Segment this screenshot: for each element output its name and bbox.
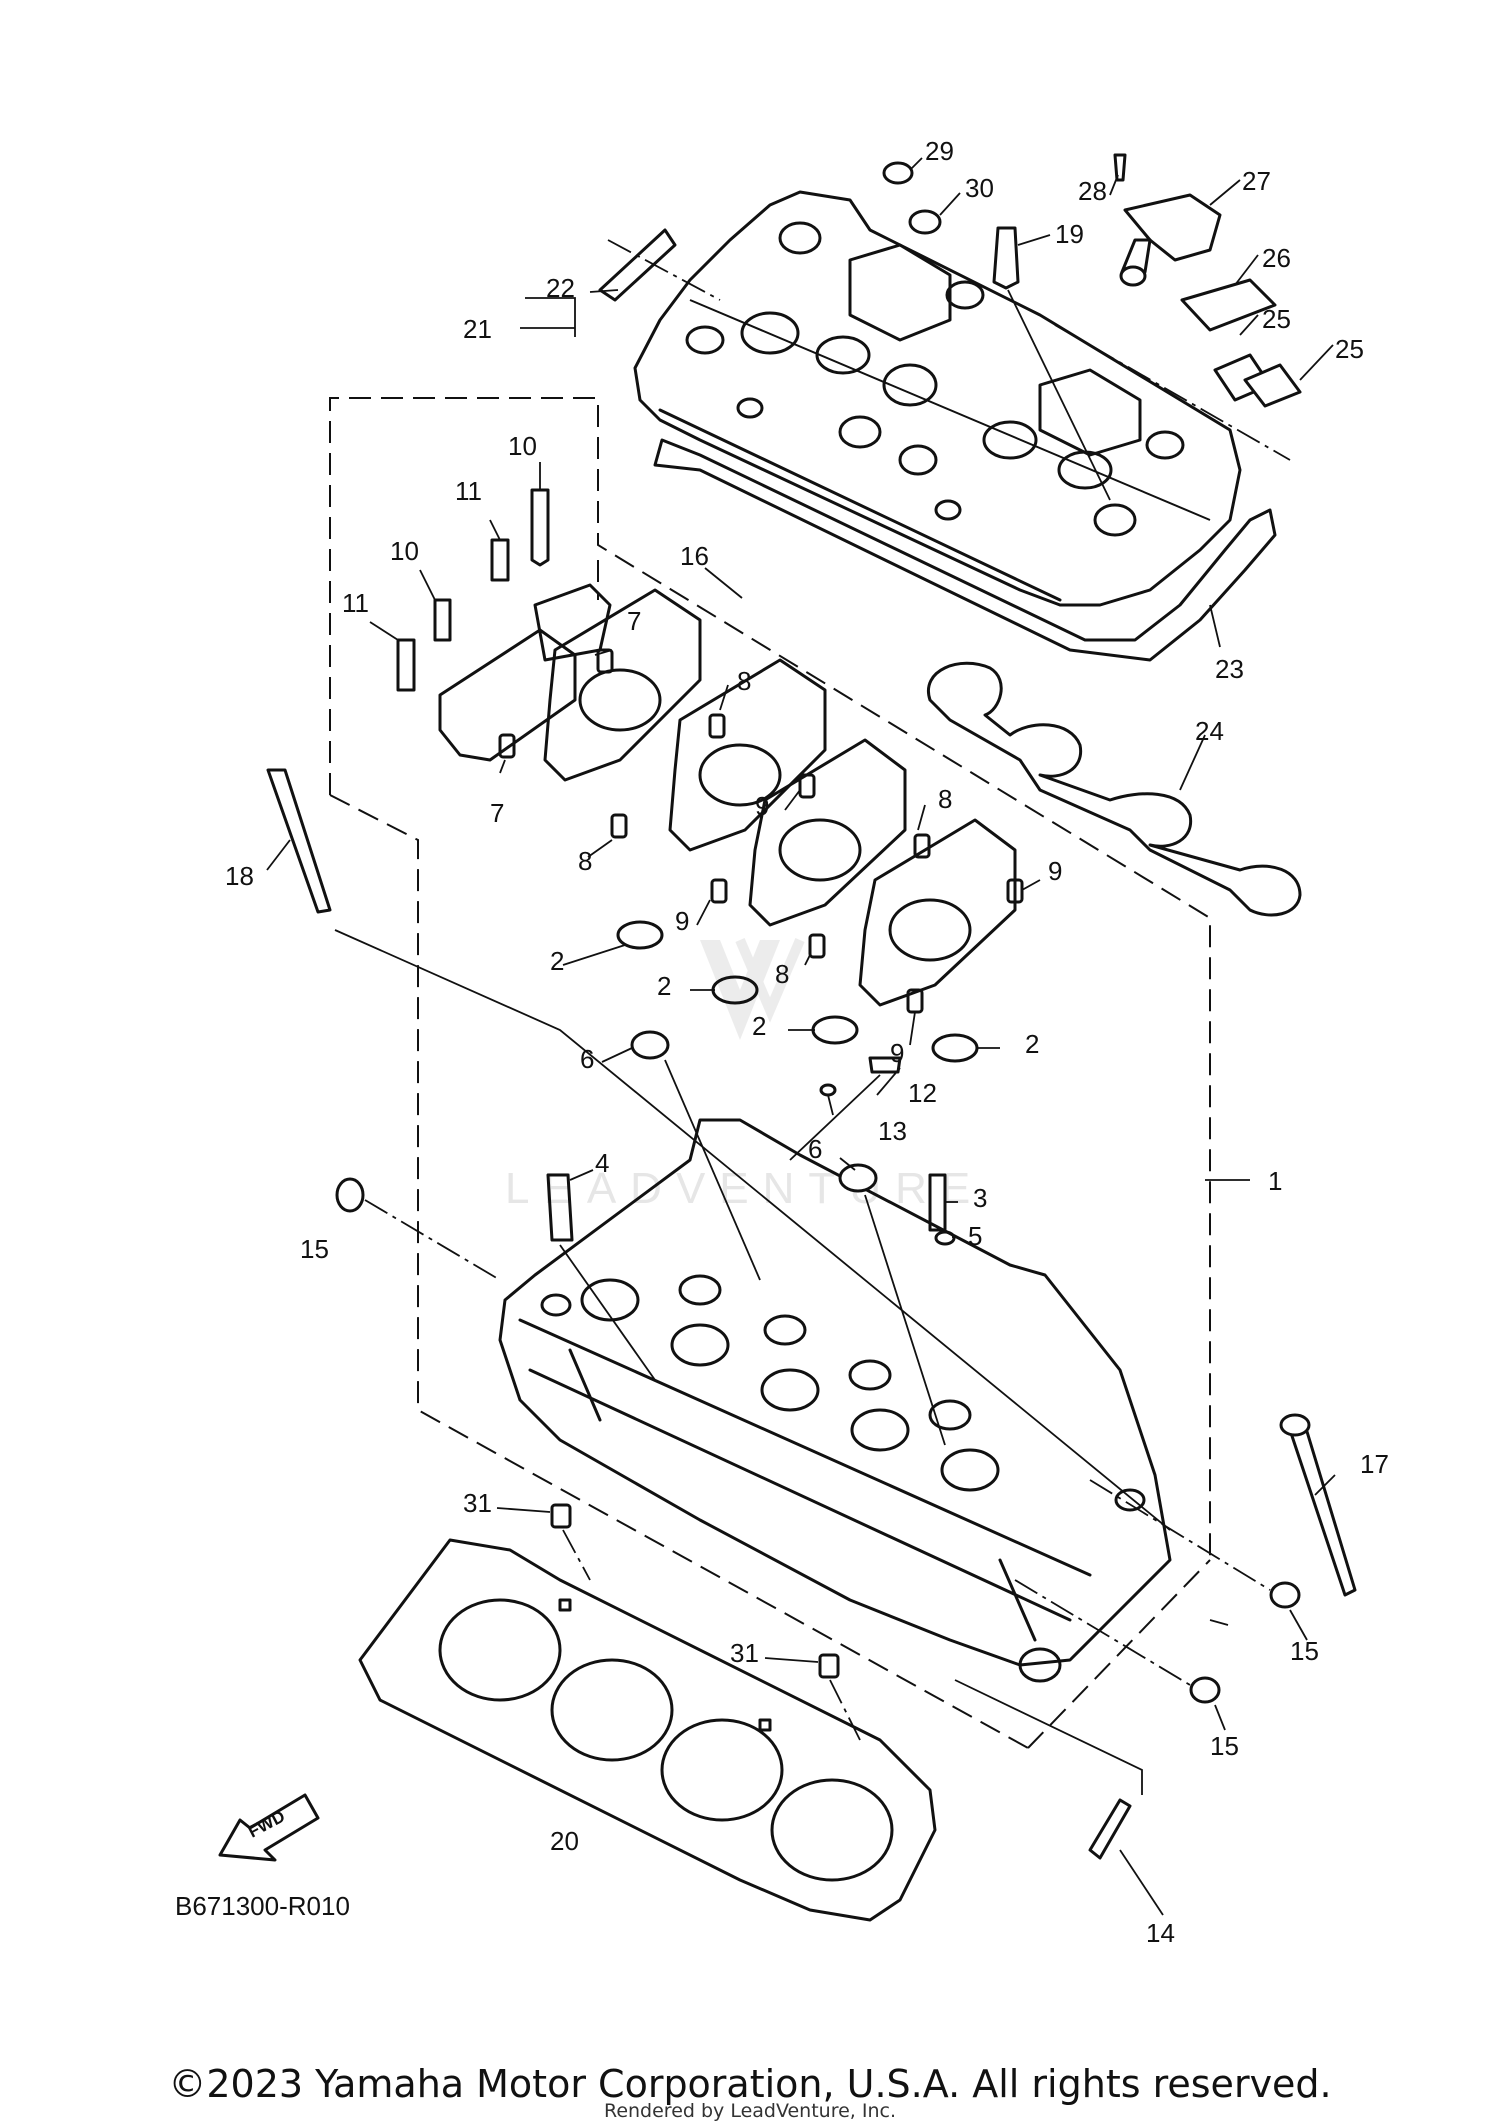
callout-19: 19 [1055, 219, 1084, 249]
callout-9: 9 [890, 1038, 904, 1068]
callout-7: 7 [490, 798, 504, 828]
callout-3: 3 [973, 1183, 987, 1213]
spark-plug [992, 226, 1111, 501]
head-cover-gasket [653, 438, 1277, 662]
callout-8: 8 [578, 846, 592, 876]
forward-arrow: FWD [218, 1793, 320, 1862]
callout-29: 29 [925, 136, 954, 166]
callout-26: 26 [1262, 243, 1291, 273]
assembly-boundaries [329, 397, 1211, 1749]
callout-10: 10 [508, 431, 537, 461]
callout-30: 30 [965, 173, 994, 203]
callout-6: 6 [580, 1044, 594, 1074]
callout-8: 8 [938, 784, 952, 814]
callout-12: 12 [908, 1078, 937, 1108]
callout-25: 25 [1262, 304, 1291, 334]
callout-16: 16 [680, 541, 709, 571]
long-bolt-17 [1288, 1423, 1357, 1597]
washer-30 [908, 209, 942, 235]
callouts: 1 2 2 2 2 3 4 5 6 6 7 7 8 8 8 8 9 9 9 9 … [225, 136, 1389, 1948]
callout-1: 1 [1268, 1166, 1282, 1196]
cylinder-head-cover [633, 190, 1242, 607]
dowel-pins [498, 648, 1024, 1014]
callout-8: 8 [775, 959, 789, 989]
callout-15: 15 [1210, 1731, 1239, 1761]
gasket-dowels [550, 1503, 861, 1741]
camshaft-caps [438, 583, 1017, 1007]
cylinder-head [498, 1118, 1172, 1683]
watermark-text: LEADVENTURE [505, 1164, 984, 1213]
callout-7: 7 [627, 606, 641, 636]
callout-27: 27 [1242, 166, 1271, 196]
callout-31: 31 [730, 1638, 759, 1668]
callout-11: 11 [455, 476, 482, 506]
callout-31: 31 [463, 1488, 492, 1518]
callout-23: 23 [1215, 654, 1244, 684]
callout-15: 15 [300, 1234, 329, 1264]
callout-2: 2 [550, 946, 564, 976]
callout-8: 8 [737, 666, 751, 696]
long-bolt-18 [266, 768, 332, 914]
callout-22: 22 [546, 273, 575, 303]
fwd-label: FWD [245, 1807, 288, 1842]
callout-15: 15 [1290, 1636, 1319, 1666]
rendered-by-credit: Rendered by LeadVenture, Inc. [603, 2100, 897, 2122]
callout-28: 28 [1078, 176, 1107, 206]
leader-lines [266, 157, 1336, 1916]
callout-20: 20 [550, 1826, 579, 1856]
callout-18: 18 [225, 861, 254, 891]
callout-13: 13 [878, 1116, 907, 1146]
head-fittings [546, 1030, 956, 1446]
callout-2: 2 [657, 971, 671, 1001]
top-right-parts [1054, 153, 1302, 461]
callout-9: 9 [755, 791, 769, 821]
drawing-code: B671300-R010 [175, 1891, 350, 1921]
o-rings [616, 920, 979, 1063]
stud-bolt-14 [1088, 1798, 1132, 1860]
callout-9: 9 [1048, 856, 1062, 886]
cylinder-head-gasket [358, 1538, 937, 1922]
callout-6: 6 [808, 1134, 822, 1164]
callout-25: 25 [1335, 334, 1364, 364]
callout-14: 14 [1146, 1918, 1175, 1948]
callout-11: 11 [342, 588, 369, 618]
callout-21: 21 [463, 314, 492, 344]
copyright-notice: ©2023 Yamaha Motor Corporation, U.S.A. A… [168, 2062, 1332, 2106]
callout-4: 4 [595, 1148, 609, 1178]
blind-plugs [335, 1177, 1301, 1704]
bracket-22 [598, 228, 677, 302]
bolt-29 [882, 161, 914, 185]
callout-9: 9 [675, 906, 689, 936]
callout-24: 24 [1195, 716, 1224, 746]
callout-17: 17 [1360, 1449, 1389, 1479]
watermark: LEADVENTURE [505, 938, 984, 1213]
callout-2: 2 [752, 1011, 766, 1041]
callout-5: 5 [968, 1221, 982, 1251]
cap-bolts [396, 488, 550, 692]
spark-plug-gasket [926, 661, 1302, 917]
callout-2: 2 [1025, 1029, 1039, 1059]
callout-10: 10 [390, 536, 419, 566]
